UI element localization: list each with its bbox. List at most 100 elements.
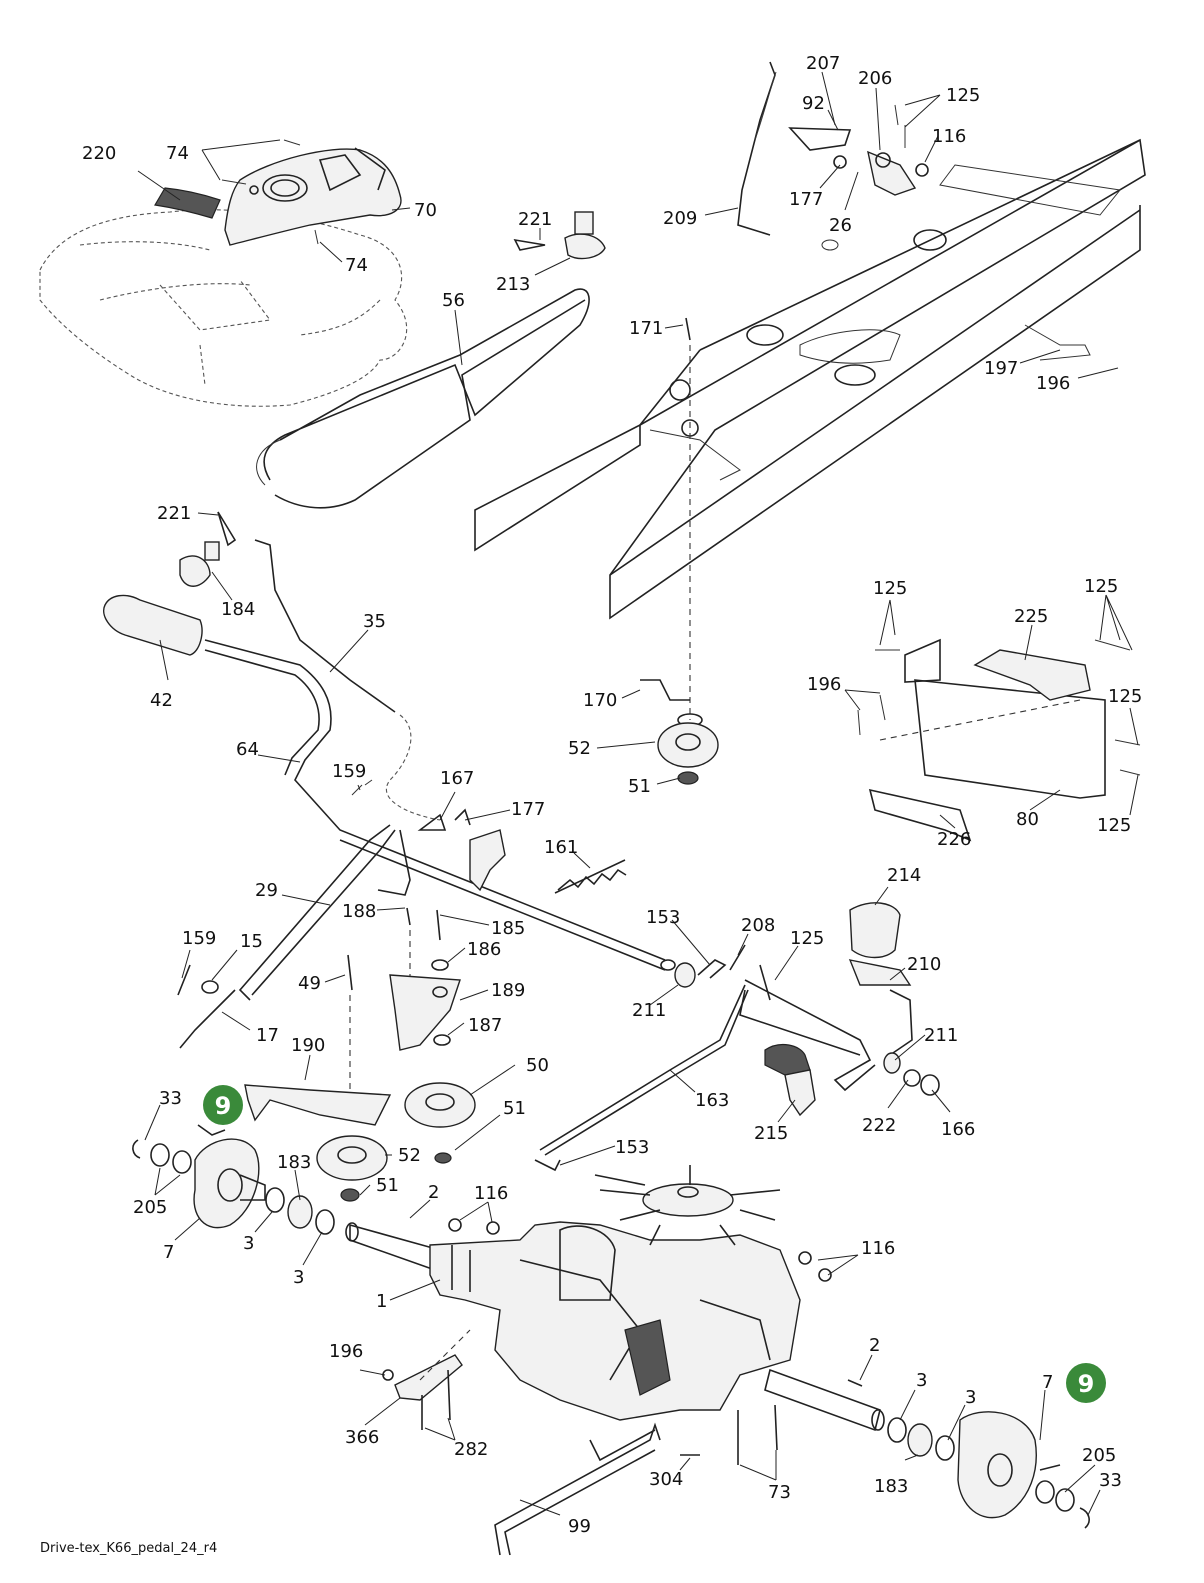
pulley-52-top [657,722,719,768]
pedal-shaft-210 [744,979,876,1092]
bracket-366 [394,1354,463,1401]
frame [474,423,641,552]
callout-188: 188 [342,901,376,922]
rod-163 [539,984,746,1151]
callout-125: 125 [1084,576,1118,597]
callout-226: 226 [937,829,971,850]
callout-92: 92 [802,93,825,114]
rod-99 [494,1422,661,1556]
callout-51: 51 [503,1098,526,1119]
callout-26: 26 [829,215,852,236]
pedal-pad-215 [764,1043,811,1076]
knob-213 [564,233,606,260]
callout-225: 225 [1014,606,1048,627]
callout-211: 211 [924,1025,958,1046]
callout-125: 125 [946,85,980,106]
callout-29: 29 [255,880,278,901]
callout-116: 116 [474,1183,508,1204]
callout-221: 221 [157,503,191,524]
callout-64: 64 [236,739,259,760]
callout-221: 221 [518,209,552,230]
bracket-80 [914,679,1106,799]
badge-9-right: 9 [1066,1363,1106,1403]
lever-64 [204,639,666,961]
callout-171: 171 [629,318,663,339]
callout-187: 187 [468,1015,502,1036]
callout-125: 125 [873,578,907,599]
callout-207: 207 [806,53,840,74]
callout-2: 2 [428,1182,439,1203]
callout-33: 33 [159,1088,182,1109]
callout-211: 211 [632,1000,666,1021]
clip-221-top [513,238,546,251]
callout-51: 51 [628,776,651,797]
callout-labels: 220 74 70 74 56 221 213 207 92 206 125 1… [82,53,1142,1537]
callout-185: 185 [491,918,525,939]
callout-153: 153 [615,1137,649,1158]
callout-205: 205 [1082,1445,1116,1466]
callout-2: 2 [869,1335,880,1356]
callout-210: 210 [907,954,941,975]
plate-190 [244,1084,392,1126]
callout-170: 170 [583,690,617,711]
callout-125: 125 [1108,686,1142,707]
callout-208: 208 [741,915,775,936]
callout-220: 220 [82,143,116,164]
callout-51: 51 [376,1175,399,1196]
callout-116: 116 [932,126,966,147]
badge-9-left: 9 [203,1085,243,1125]
callout-17: 17 [256,1025,279,1046]
callout-215: 215 [754,1123,788,1144]
callout-116: 116 [861,1238,895,1259]
callout-209: 209 [663,208,697,229]
belt-56 [263,288,590,481]
spring-161 [557,868,627,891]
callout-213: 213 [496,274,530,295]
callout-222: 222 [862,1115,896,1136]
callout-167: 167 [440,768,474,789]
callout-7: 7 [1042,1372,1053,1393]
callout-3: 3 [916,1370,927,1391]
callout-205: 205 [133,1197,167,1218]
callout-1: 1 [376,1291,387,1312]
callout-49: 49 [298,973,321,994]
pulley-50 [404,1082,476,1128]
console-70 [224,148,402,246]
pulley-52-lower [316,1135,388,1181]
fender-outline [39,209,408,407]
decal-220 [154,187,221,219]
parts-line-art [39,61,1146,1556]
diagram-id-label: Drive-tex_K66_pedal_24_r4 [40,1541,218,1556]
hub-7-right [957,1411,1037,1519]
callout-189: 189 [491,980,525,1001]
callout-50: 50 [526,1055,549,1076]
axle-left [349,1223,441,1272]
rod-209 [737,61,776,236]
callout-33: 33 [1099,1470,1122,1491]
callout-186: 186 [467,939,501,960]
rod-29 [238,824,391,1001]
callout-56: 56 [442,290,465,311]
svg-text:9: 9 [215,1092,232,1120]
callout-282: 282 [454,1439,488,1460]
callout-15: 15 [240,931,263,952]
pedal-214 [849,902,901,959]
callout-190: 190 [291,1035,325,1056]
callout-3: 3 [965,1387,976,1408]
svg-text:9: 9 [1078,1370,1095,1398]
callout-304: 304 [649,1469,683,1490]
callout-159: 159 [332,761,366,782]
callout-52: 52 [568,738,591,759]
callout-163: 163 [695,1090,729,1111]
callout-161: 161 [544,837,578,858]
callout-74: 74 [166,143,189,164]
callout-3: 3 [243,1233,254,1254]
callout-52: 52 [398,1145,421,1166]
callout-73: 73 [768,1482,791,1503]
callout-70: 70 [414,200,437,221]
callout-74: 74 [345,255,368,276]
callout-177: 177 [511,799,545,820]
callout-206: 206 [858,68,892,89]
callout-177: 177 [789,189,823,210]
cable-35 [254,539,396,713]
